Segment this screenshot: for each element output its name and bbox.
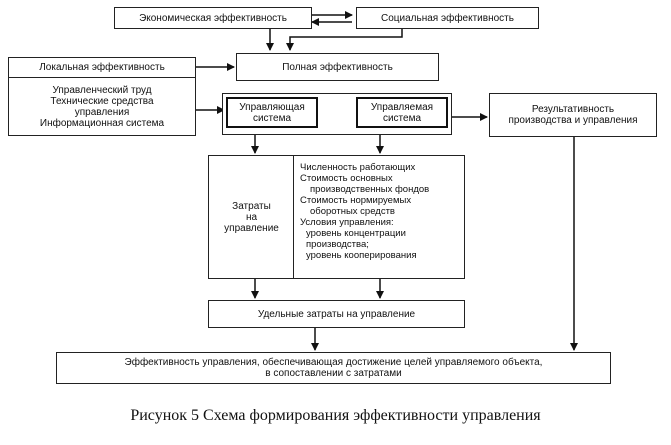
factor-item: Стоимость нормируемых [300,195,412,206]
result-box: Результативность производства и управлен… [489,93,657,137]
unit-costs-box: Удельные затраты на управление [208,300,465,328]
full-efficiency-label: Полная эффективность [282,61,393,73]
final-label-2: в сопоставлении с затратами [265,368,402,379]
factor-item: уровень кооперирования [306,250,417,261]
factor-item: Численность работающих [300,162,416,173]
arrow-social-to-full [286,29,403,51]
costs-label-1: Затраты [232,200,271,212]
figure-caption: Рисунок 5 Схема формирования эффективнос… [130,407,541,424]
managed-system-box: Управляемая система [356,97,448,128]
local-efficiency-box: Локальная эффективность [8,57,196,78]
local-efficiency-label: Локальная эффективность [39,62,165,73]
economic-efficiency-label: Экономическая эффективность [139,12,287,24]
management-costs-box: Затраты на управление [208,155,294,279]
costs-label-3: управление [224,222,279,234]
management-effectiveness-box: Эффективность управления, обеспечивающая… [56,352,611,384]
resource-item: Информационная система [39,118,165,129]
resource-item: Управленческий труд [52,85,152,96]
economic-efficiency-box: Экономическая эффективность [114,7,312,29]
social-efficiency-box: Социальная эффективность [356,7,539,29]
resource-item: Технические средства [50,96,154,107]
final-label-1: Эффективность управления, обеспечивающая… [124,357,543,368]
factor-item: уровень концентрации [306,228,406,239]
managing-system-label-2: система [252,112,292,124]
factor-item: производственных фондов [310,184,430,195]
unit-costs-label: Удельные затраты на управление [257,308,416,320]
factor-item: производства; [306,239,369,250]
managed-system-label-2: система [382,112,422,124]
managing-system-box: Управляющая система [226,97,318,128]
managed-system-label-1: Управляемая [370,101,434,113]
costs-label-2: на [245,211,258,223]
cost-factors-box: Численность работающих Стоимость основны… [293,155,465,279]
factor-item: Стоимость основных [300,173,393,184]
resources-box: Управленческий труд Технические средства… [8,78,196,136]
factor-item: Условия управления: [300,217,394,228]
managing-system-label-1: Управляющая [239,101,305,113]
result-label-2: производства и управления [508,115,638,126]
resource-item: управления [74,107,130,118]
full-efficiency-box: Полная эффективность [236,53,439,81]
social-efficiency-label: Социальная эффективность [381,12,514,24]
result-label-1: Результативность [531,104,615,115]
factor-item: оборотных средств [310,206,395,217]
